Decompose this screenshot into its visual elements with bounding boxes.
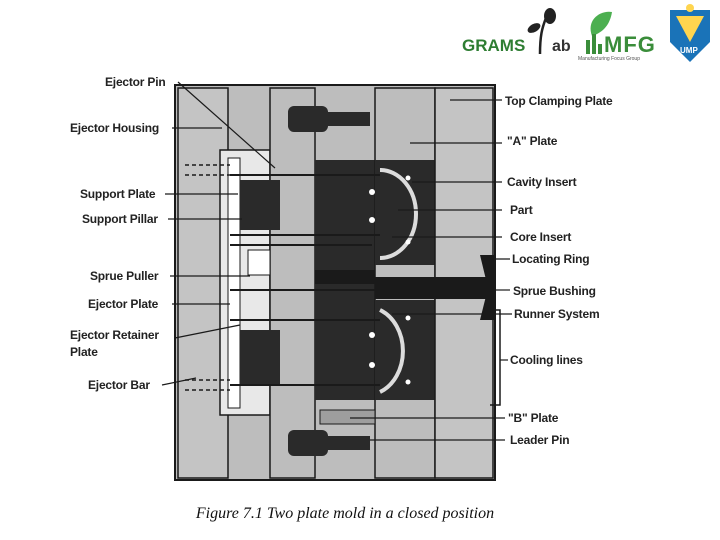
sprue-bushing — [375, 277, 493, 299]
label-ejector-retainer: Ejector Retainer — [70, 328, 159, 342]
label-sprue-puller: Sprue Puller — [90, 269, 159, 283]
part-lower — [379, 308, 405, 394]
label-runner-system: Runner System — [514, 307, 600, 321]
label-cavity-insert: Cavity Insert — [507, 175, 577, 189]
b-plate — [319, 409, 376, 425]
label-locating-ring: Locating Ring — [512, 252, 590, 266]
label-ejector-pin: Ejector Pin — [105, 75, 166, 89]
ejector-bar-lines — [185, 164, 230, 391]
label-support-pillar: Support Pillar — [82, 212, 158, 226]
label-ejector-plate: Ejector Plate — [88, 297, 159, 311]
grams-logo-text-suffix: ab — [552, 38, 571, 55]
part-upper — [379, 168, 418, 260]
leader-pin-bottom-head — [288, 430, 328, 456]
ump-shield-icon — [670, 4, 710, 62]
label-top-clamping-plate: Top Clamping Plate — [505, 94, 613, 108]
label-part: Part — [510, 203, 533, 217]
label-b-plate: "B" Plate — [508, 411, 559, 425]
support-pillar-upper — [240, 180, 280, 230]
mfg-leaf-icon — [586, 11, 612, 54]
grams-logo-text: GRAMS — [462, 36, 526, 55]
label-sprue-bushing: Sprue Bushing — [513, 284, 596, 298]
label-a-plate: "A" Plate — [507, 134, 558, 148]
ejector-pins — [230, 174, 380, 386]
runner-system — [315, 270, 375, 284]
cooling-lines-bracket — [490, 309, 501, 406]
leader-pin-bottom — [328, 436, 370, 450]
label-cooling-lines: Cooling lines — [510, 353, 583, 367]
leader-lines-left — [161, 81, 276, 386]
ump-logo-text: UMP — [680, 46, 698, 55]
label-support-plate: Support Plate — [80, 187, 156, 201]
mfg-logo-subtext: Manufacturing Focus Group — [578, 56, 640, 62]
support-plate — [269, 87, 316, 479]
figure-caption: Figure 7.1 Two plate mold in a closed po… — [195, 505, 495, 522]
leader-pin-top-head — [288, 106, 328, 132]
cavity-insert-lower — [375, 300, 435, 400]
label-ejector-retainer-plate: Plate — [70, 345, 98, 359]
sprue-puller-gap — [247, 249, 271, 276]
label-core-insert: Core Insert — [510, 230, 572, 244]
label-leader-pin: Leader Pin — [510, 433, 570, 447]
mfg-logo-text: MFG — [604, 32, 656, 57]
label-ejector-bar: Ejector Bar — [88, 378, 150, 392]
cavity-insert-upper — [375, 160, 435, 265]
ejector-retainer-plate — [227, 157, 241, 409]
support-pillar-lower — [240, 330, 280, 385]
plant-sprout-icon — [527, 8, 556, 55]
label-ejector-housing: Ejector Housing — [70, 121, 160, 135]
leader-lines-right — [350, 99, 512, 441]
locating-ring — [480, 255, 496, 320]
leader-pin-top — [328, 112, 370, 126]
